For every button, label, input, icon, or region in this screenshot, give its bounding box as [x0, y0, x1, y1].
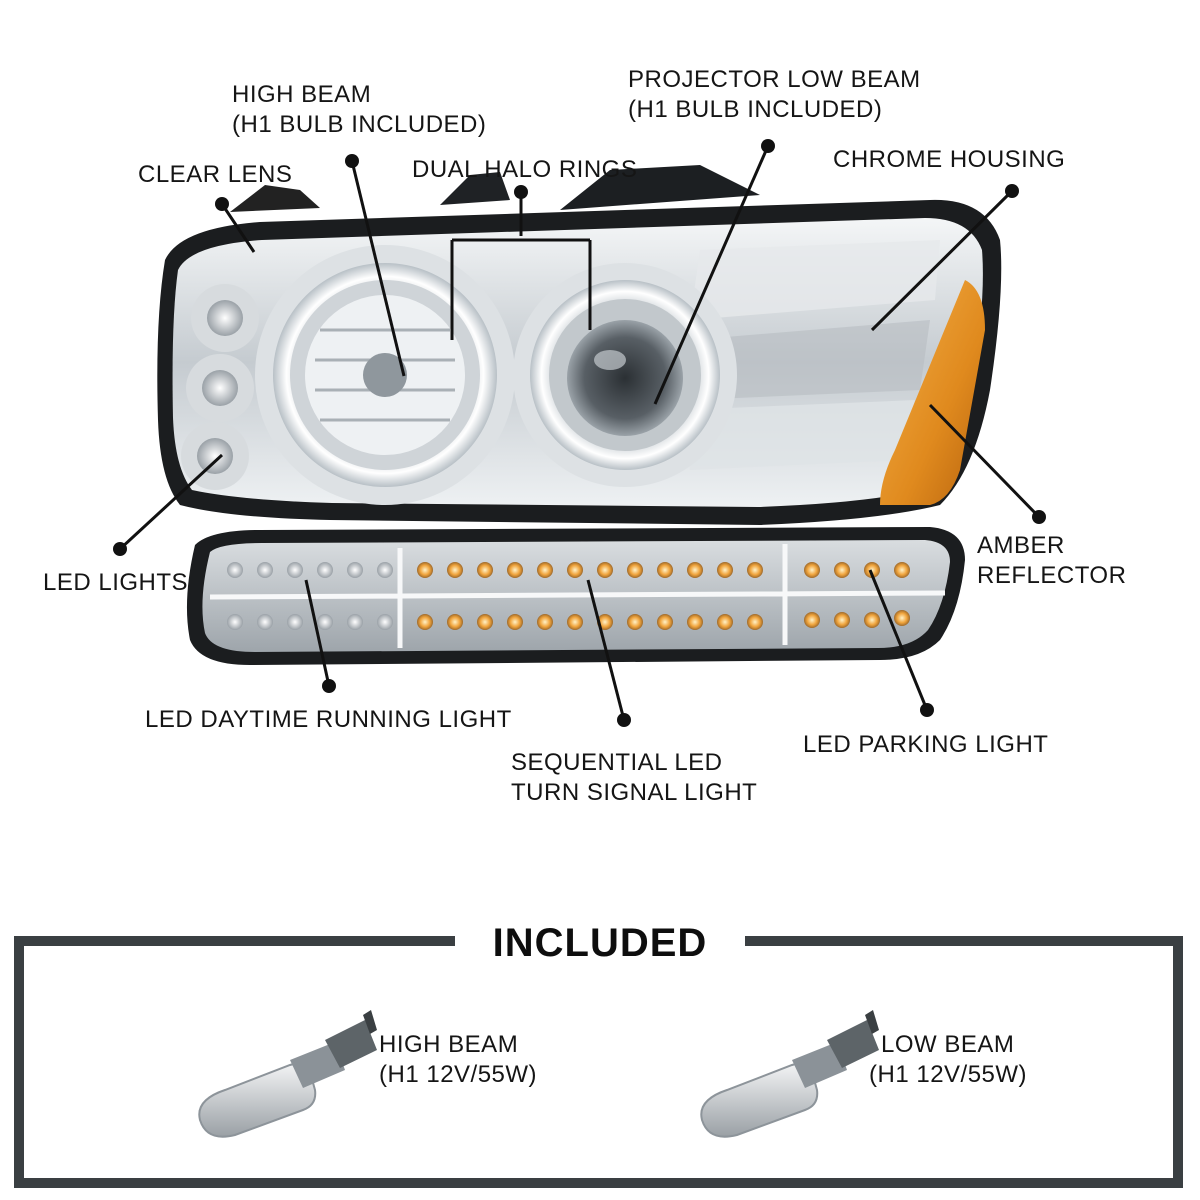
callout-dots: [113, 139, 1046, 727]
callout-led-parking-light: LED PARKING LIGHT: [803, 731, 1049, 758]
callout-amber-line2: REFLECTOR: [977, 562, 1127, 589]
callout-led-lights: LED LIGHTS: [43, 569, 189, 596]
callout-amber-line1: AMBER: [977, 532, 1065, 559]
included-item-high-beam-line1: HIGH BEAM: [379, 1031, 519, 1058]
h1-bulb-low-beam-icon: [700, 1010, 879, 1138]
included-title: INCLUDED: [492, 921, 708, 965]
included-frame: [14, 936, 1183, 1188]
callout-sequential-line1: SEQUENTIAL LED: [511, 749, 723, 776]
mounting-brackets: [230, 165, 760, 212]
high-beam-unit: [255, 245, 515, 505]
included-item-low-beam-line1: LOW BEAM: [881, 1031, 1015, 1058]
callout-sequential-line2: TURN SIGNAL LIGHT: [511, 779, 758, 806]
callout-projector-line1: PROJECTOR LOW BEAM: [628, 66, 921, 93]
included-item-low-beam-line2: (H1 12V/55W): [869, 1061, 1028, 1088]
amber-reflector-part: [880, 280, 985, 505]
callout-clear-lens: CLEAR LENS: [138, 161, 293, 188]
callout-chrome-housing: CHROME HOUSING: [833, 146, 1066, 173]
included-item-high-beam: HIGH BEAM (H1 12V/55W): [379, 1030, 537, 1090]
callout-sequential-turn-signal: SEQUENTIAL LED TURN SIGNAL LIGHT: [511, 748, 757, 808]
drl-leds: [227, 562, 393, 630]
bumper-light-bar: [186, 527, 965, 665]
projector-low-beam-unit: [513, 263, 737, 487]
callout-high-beam-line2: (H1 BULB INCLUDED): [232, 111, 487, 138]
included-item-low-beam: LOW BEAM (H1 12V/55W): [869, 1030, 1027, 1090]
callout-lines: [118, 145, 1041, 721]
h1-bulb-high-beam-icon: [198, 1010, 377, 1138]
callout-high-beam: HIGH BEAM (H1 BULB INCLUDED): [232, 80, 486, 140]
callout-high-beam-line1: HIGH BEAM: [232, 81, 372, 108]
turn-signal-leds: [417, 562, 763, 630]
callout-projector-low-beam: PROJECTOR LOW BEAM (H1 BULB INCLUDED): [628, 65, 921, 125]
callout-projector-line2: (H1 BULB INCLUDED): [628, 96, 883, 123]
led-lights-column: [181, 284, 259, 490]
included-item-high-beam-line2: (H1 12V/55W): [379, 1061, 538, 1088]
callout-led-daytime-running-light: LED DAYTIME RUNNING LIGHT: [145, 706, 512, 733]
callout-amber-reflector: AMBER REFLECTOR: [977, 531, 1126, 591]
parking-leds: [804, 562, 910, 628]
callout-dual-halo-rings: DUAL HALO RINGS: [412, 156, 638, 183]
